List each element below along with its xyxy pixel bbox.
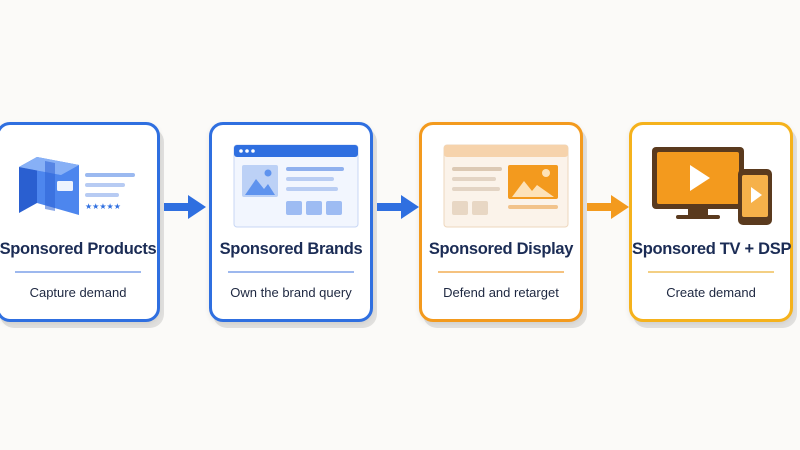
tv-and-phone-icon	[652, 147, 772, 225]
step-title: Sponsored Brands	[219, 240, 363, 258]
step-subtitle: Own the brand query	[230, 285, 352, 300]
step-title: Sponsored Products	[0, 240, 157, 258]
display-ad-webpage-icon	[443, 144, 569, 228]
arrow-right-icon	[587, 195, 629, 219]
arrow-right-icon	[377, 195, 419, 219]
divider	[228, 271, 354, 273]
svg-text:★★★★★: ★★★★★	[85, 202, 121, 211]
brand-webpage-icon	[233, 144, 359, 228]
step-card-sponsored-display: Sponsored Display Defend and retarget	[419, 122, 583, 322]
step-subtitle: Capture demand	[29, 285, 127, 300]
step-card-sponsored-tv-dsp: Sponsored TV + DSP Create demand	[629, 122, 793, 322]
step-title: Sponsored TV + DSP	[632, 240, 792, 258]
divider	[15, 271, 141, 273]
step-subtitle: Defend and retarget	[443, 285, 559, 300]
divider	[648, 271, 774, 273]
step-card-sponsored-brands: Sponsored Brands Own the brand query	[209, 122, 373, 322]
arrow-right-icon	[164, 195, 206, 219]
step-card-sponsored-products: ★★★★★ Sponsored Products Capture demand	[0, 122, 160, 322]
step-title: Sponsored Display	[428, 240, 574, 258]
divider	[438, 271, 564, 273]
step-subtitle: Create demand	[666, 285, 756, 300]
package-box-icon: ★★★★★	[19, 157, 135, 215]
